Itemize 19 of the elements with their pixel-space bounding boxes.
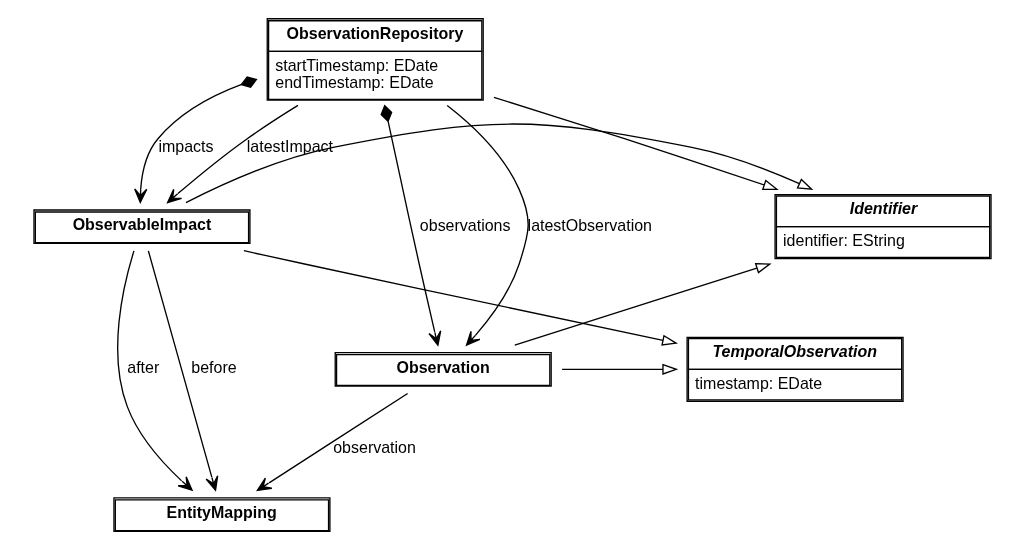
edge-label: before	[190, 359, 237, 377]
arrow	[513, 262, 772, 346]
arrow	[492, 96, 779, 191]
arrow	[116, 250, 193, 491]
edge-label: observations	[419, 216, 510, 234]
arrow	[560, 363, 678, 375]
edge-label: impacts	[157, 137, 213, 155]
arrow	[184, 123, 813, 204]
arrow	[256, 392, 408, 492]
edge-label: latestImpact	[246, 137, 333, 155]
arrow	[166, 104, 299, 204]
edge-label: observation	[332, 438, 416, 456]
edge-label: latestObservation	[527, 216, 652, 234]
edge-label: after	[126, 359, 159, 377]
arrow	[147, 250, 218, 491]
arrow	[379, 104, 441, 346]
arrow	[133, 76, 258, 204]
arrow	[446, 104, 529, 346]
arrow	[242, 250, 678, 346]
